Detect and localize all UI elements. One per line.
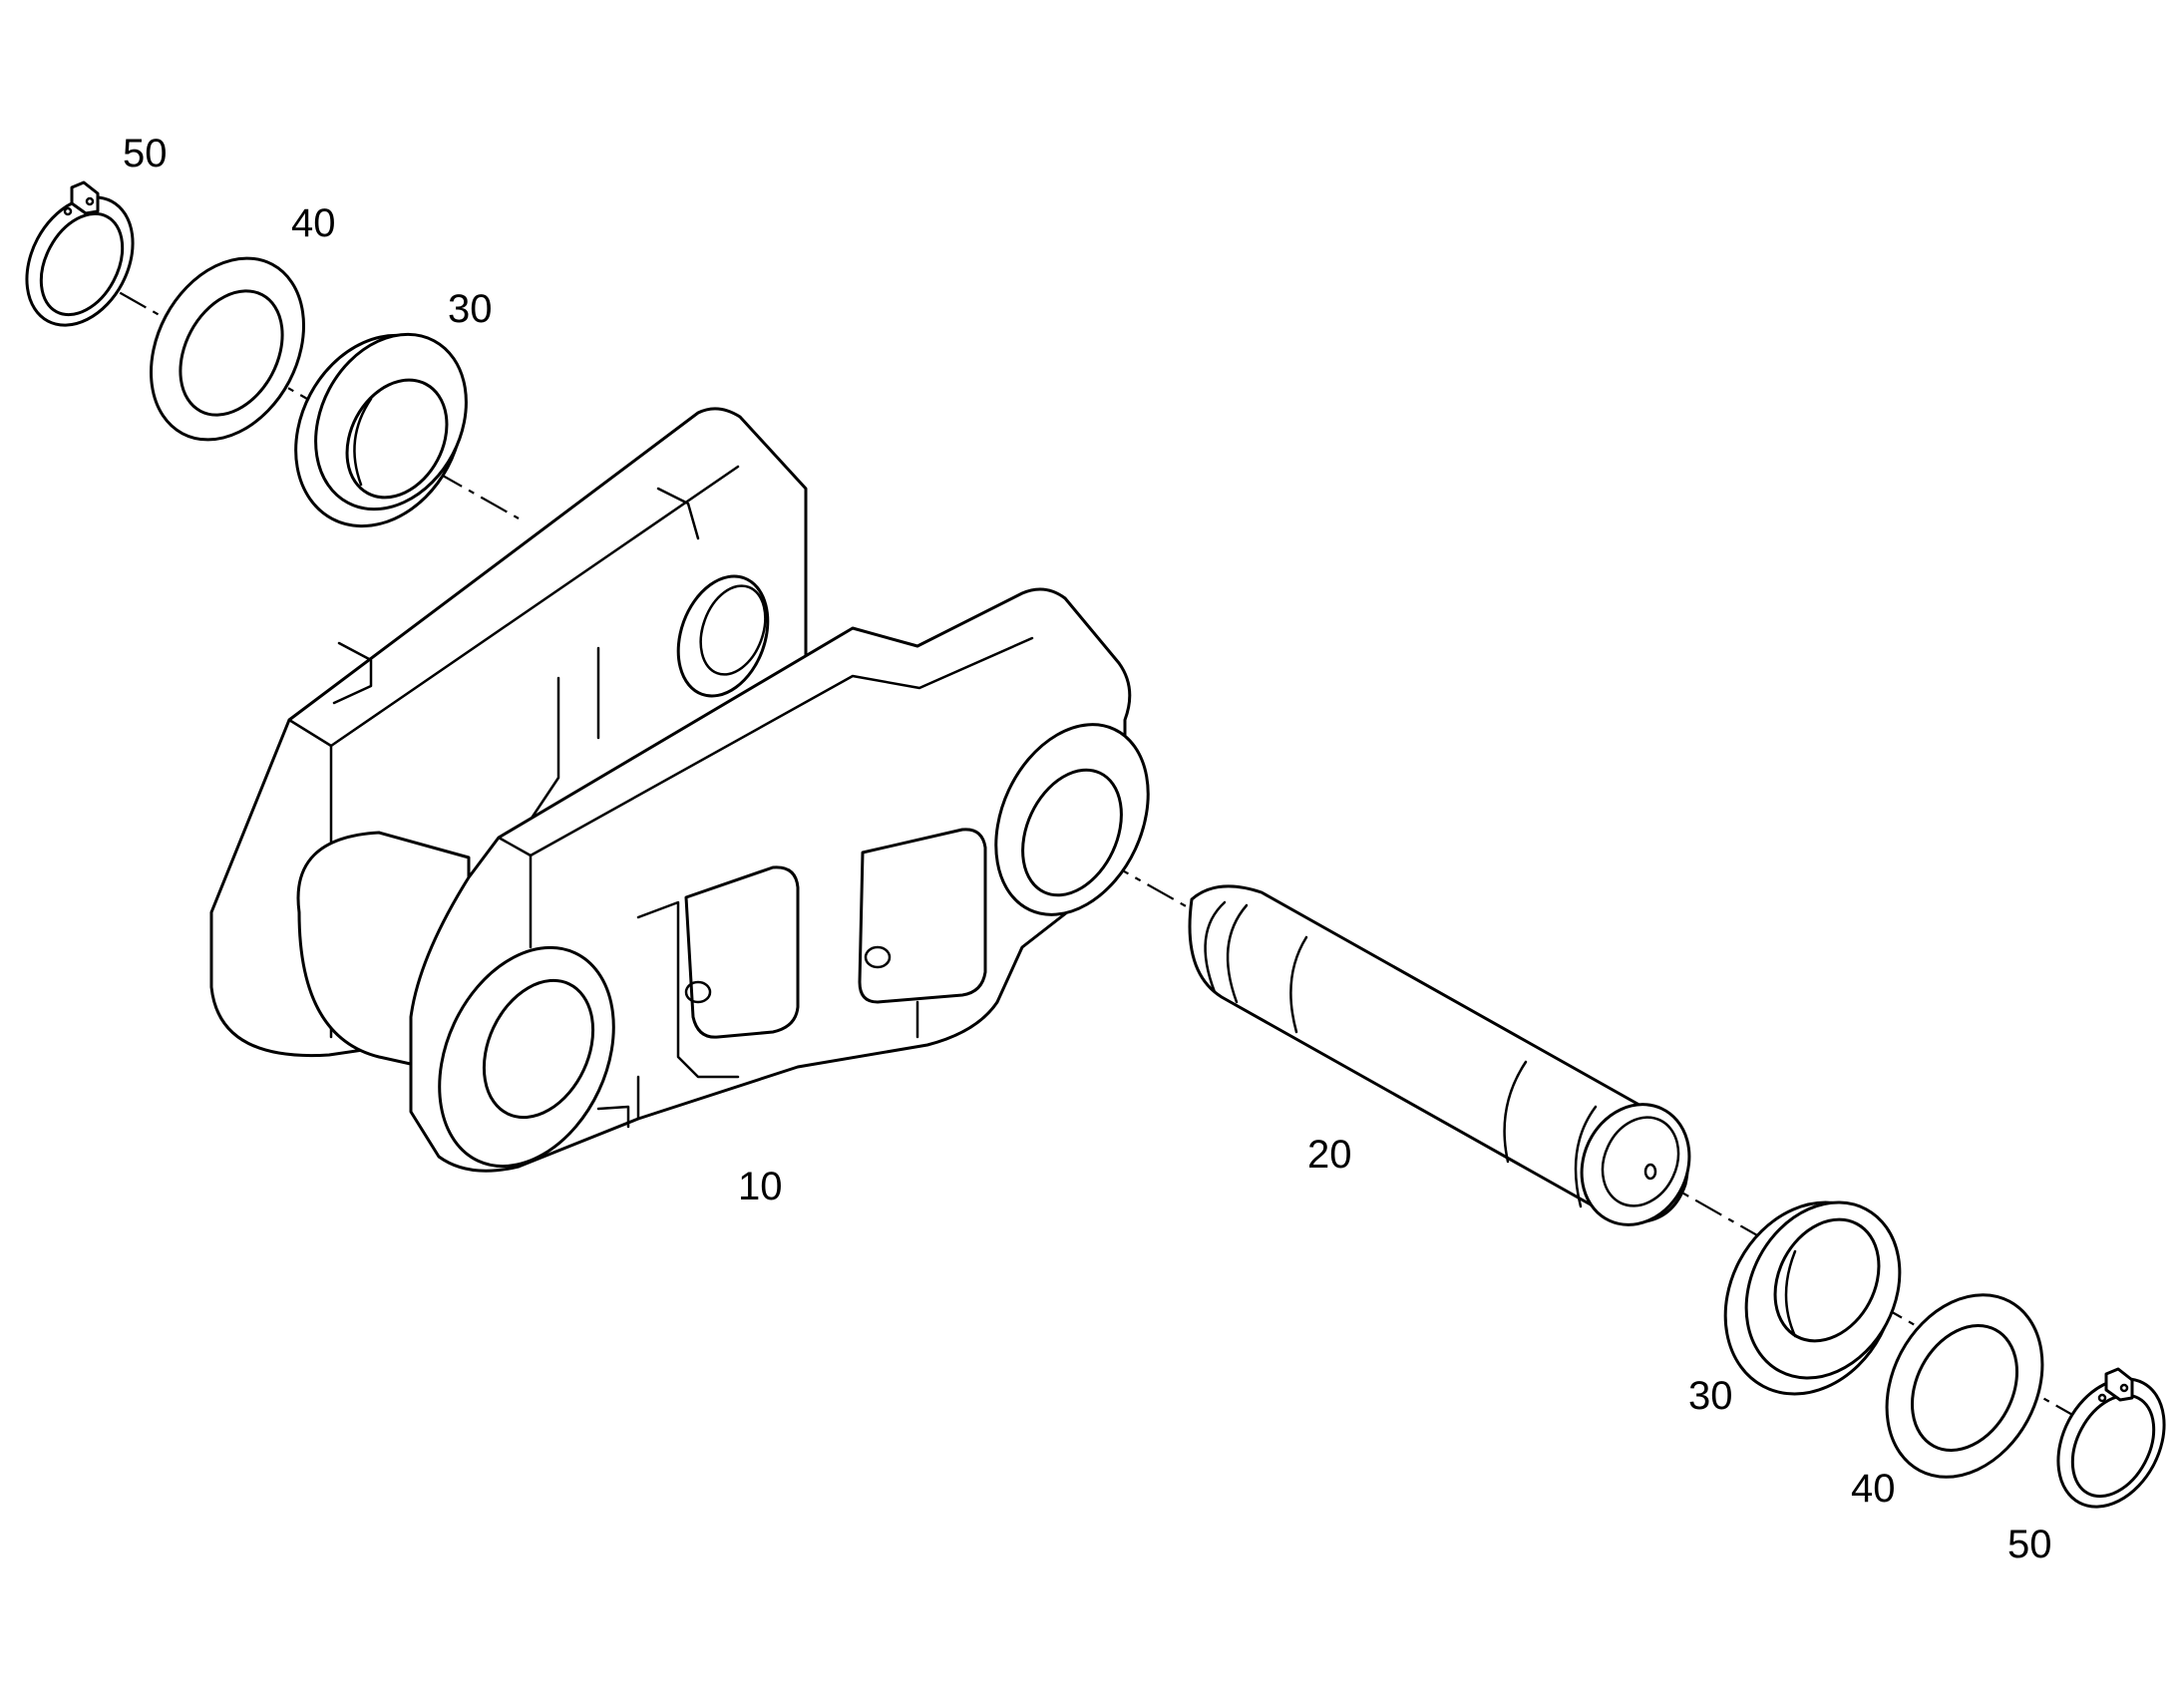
callout-seal-left: 30 [448, 287, 493, 331]
callout-pin: 20 [1307, 1133, 1352, 1177]
pin-end-face [1580, 1103, 1691, 1226]
front-right-bore [1021, 768, 1123, 897]
pin-grease-hole [1643, 1163, 1657, 1181]
callout-seal-right: 30 [1688, 1374, 1733, 1418]
seal-ring-left-part-30 [294, 332, 468, 528]
callout-washer-left: 40 [291, 201, 336, 245]
callout-circlip-left: 50 [123, 132, 168, 175]
washer-left-part-40 [150, 256, 305, 442]
link-window-right [858, 828, 987, 1004]
seal-ring-right-part-30 [1723, 1200, 1902, 1396]
assembly-axis-left [74, 266, 520, 519]
callout-washer-right: 40 [1851, 1467, 1896, 1511]
link-window-left [684, 865, 800, 1039]
circlip-right-part-50 [2056, 1367, 2166, 1509]
track-link-part-10 [209, 407, 1150, 1173]
washer-right-part-40 [1885, 1293, 2044, 1479]
callout-circlip-right: 50 [2007, 1523, 2052, 1566]
callout-link: 10 [738, 1165, 783, 1208]
pin-body [1188, 884, 1689, 1224]
circlip-left-part-50 [25, 180, 135, 327]
pin-part-20 [1188, 884, 1691, 1226]
front-left-bore [482, 978, 595, 1120]
